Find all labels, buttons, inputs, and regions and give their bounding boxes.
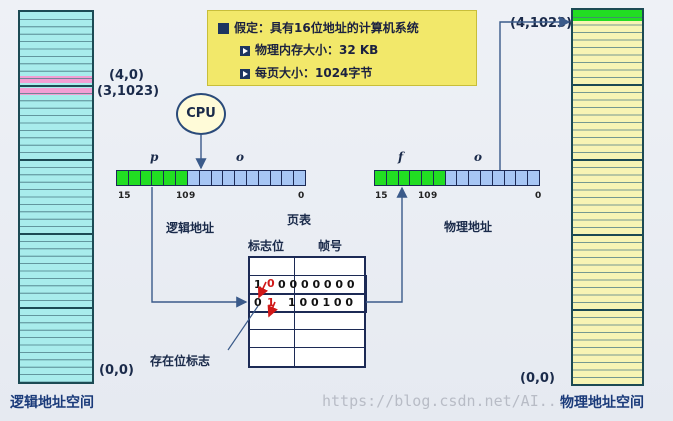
memory-highlight-block [20, 76, 92, 83]
physical-bit-15: 15 [375, 191, 388, 201]
row0-highlight [249, 275, 367, 295]
present-bit-pointer [227, 305, 259, 351]
logical-bit-0: 0 [298, 191, 305, 201]
logical-memory [18, 10, 94, 384]
info-line-2: 物理内存大小：32 KB [255, 43, 379, 57]
column-flag-header: 标志位 [248, 239, 285, 253]
physical-bit-0: 0 [535, 191, 542, 201]
physical-memory-lines [573, 10, 642, 378]
memory-highlight-block [20, 88, 92, 95]
logical-label-0-0: (0,0) [99, 363, 134, 378]
physical-address-register [374, 170, 540, 186]
physical-bit-10: 10 [418, 191, 431, 201]
physical-bit-9: 9 [431, 191, 438, 201]
page-lookup-arrow [151, 187, 248, 308]
physical-label-4-1023: (4,1023) [510, 16, 573, 31]
present-bit-red-arrow [257, 281, 269, 299]
watermark: https://blog.csdn.net/AI... [322, 392, 566, 410]
physical-memory [571, 8, 644, 386]
logical-label-3-1023: (3,1023) [97, 84, 160, 99]
row1-frame-bits: 1 0 0 1 0 0 [288, 296, 354, 309]
memory-highlight-block [573, 10, 642, 21]
cpu-node: CPU [176, 93, 226, 135]
present-bit-red-arrow-2 [267, 301, 278, 318]
row1-flag-overlay: 1 [267, 296, 275, 309]
physical-memory-arrow [499, 16, 571, 170]
logical-bit-15: 15 [118, 191, 131, 201]
play-bullet-icon [240, 45, 250, 56]
play-bullet-icon [240, 68, 250, 79]
field-o-label: o [236, 150, 245, 164]
bullet-square-icon [218, 23, 229, 34]
logical-bit-9: 9 [189, 191, 196, 201]
row1-flag-bit: 0 [254, 296, 262, 309]
present-bit-label: 存在位标志 [150, 354, 211, 368]
page-table-title: 页表 [287, 213, 312, 227]
logical-address-register [116, 170, 306, 186]
info-line-3: 每页大小：1024字节 [255, 66, 373, 80]
column-frame-header: 帧号 [318, 239, 343, 253]
logical-bit-10: 10 [176, 191, 189, 201]
row1-highlight [249, 293, 367, 313]
logical-address-title: 逻辑地址 [166, 221, 215, 235]
info-line-1: 假定：具有16位地址的计算机系统 [234, 21, 419, 35]
row0-frame-bits: 0 0 0 0 0 0 0 [278, 278, 355, 291]
logical-memory-lines [20, 19, 92, 382]
field-f-label: f [398, 150, 404, 164]
field-p-label: p [150, 150, 159, 164]
physical-address-title: 物理地址 [444, 220, 493, 234]
row0-flag-bit: 1 [254, 278, 262, 291]
table-row: 0 1 0 0 1 0 0 [250, 294, 364, 312]
frame-output-arrow [366, 186, 408, 303]
row0-flag-overlay: 0 [267, 277, 275, 290]
info-box: 假定：具有16位地址的计算机系统 物理内存大小：32 KB 每页大小：1024字… [207, 10, 477, 86]
physical-space-title: 物理地址空间 [560, 395, 644, 411]
physical-label-0-0: (0,0) [520, 371, 555, 386]
field-o2-label: o [474, 150, 483, 164]
logical-space-title: 逻辑地址空间 [10, 395, 94, 411]
logical-label-4-0: (4,0) [109, 68, 144, 83]
